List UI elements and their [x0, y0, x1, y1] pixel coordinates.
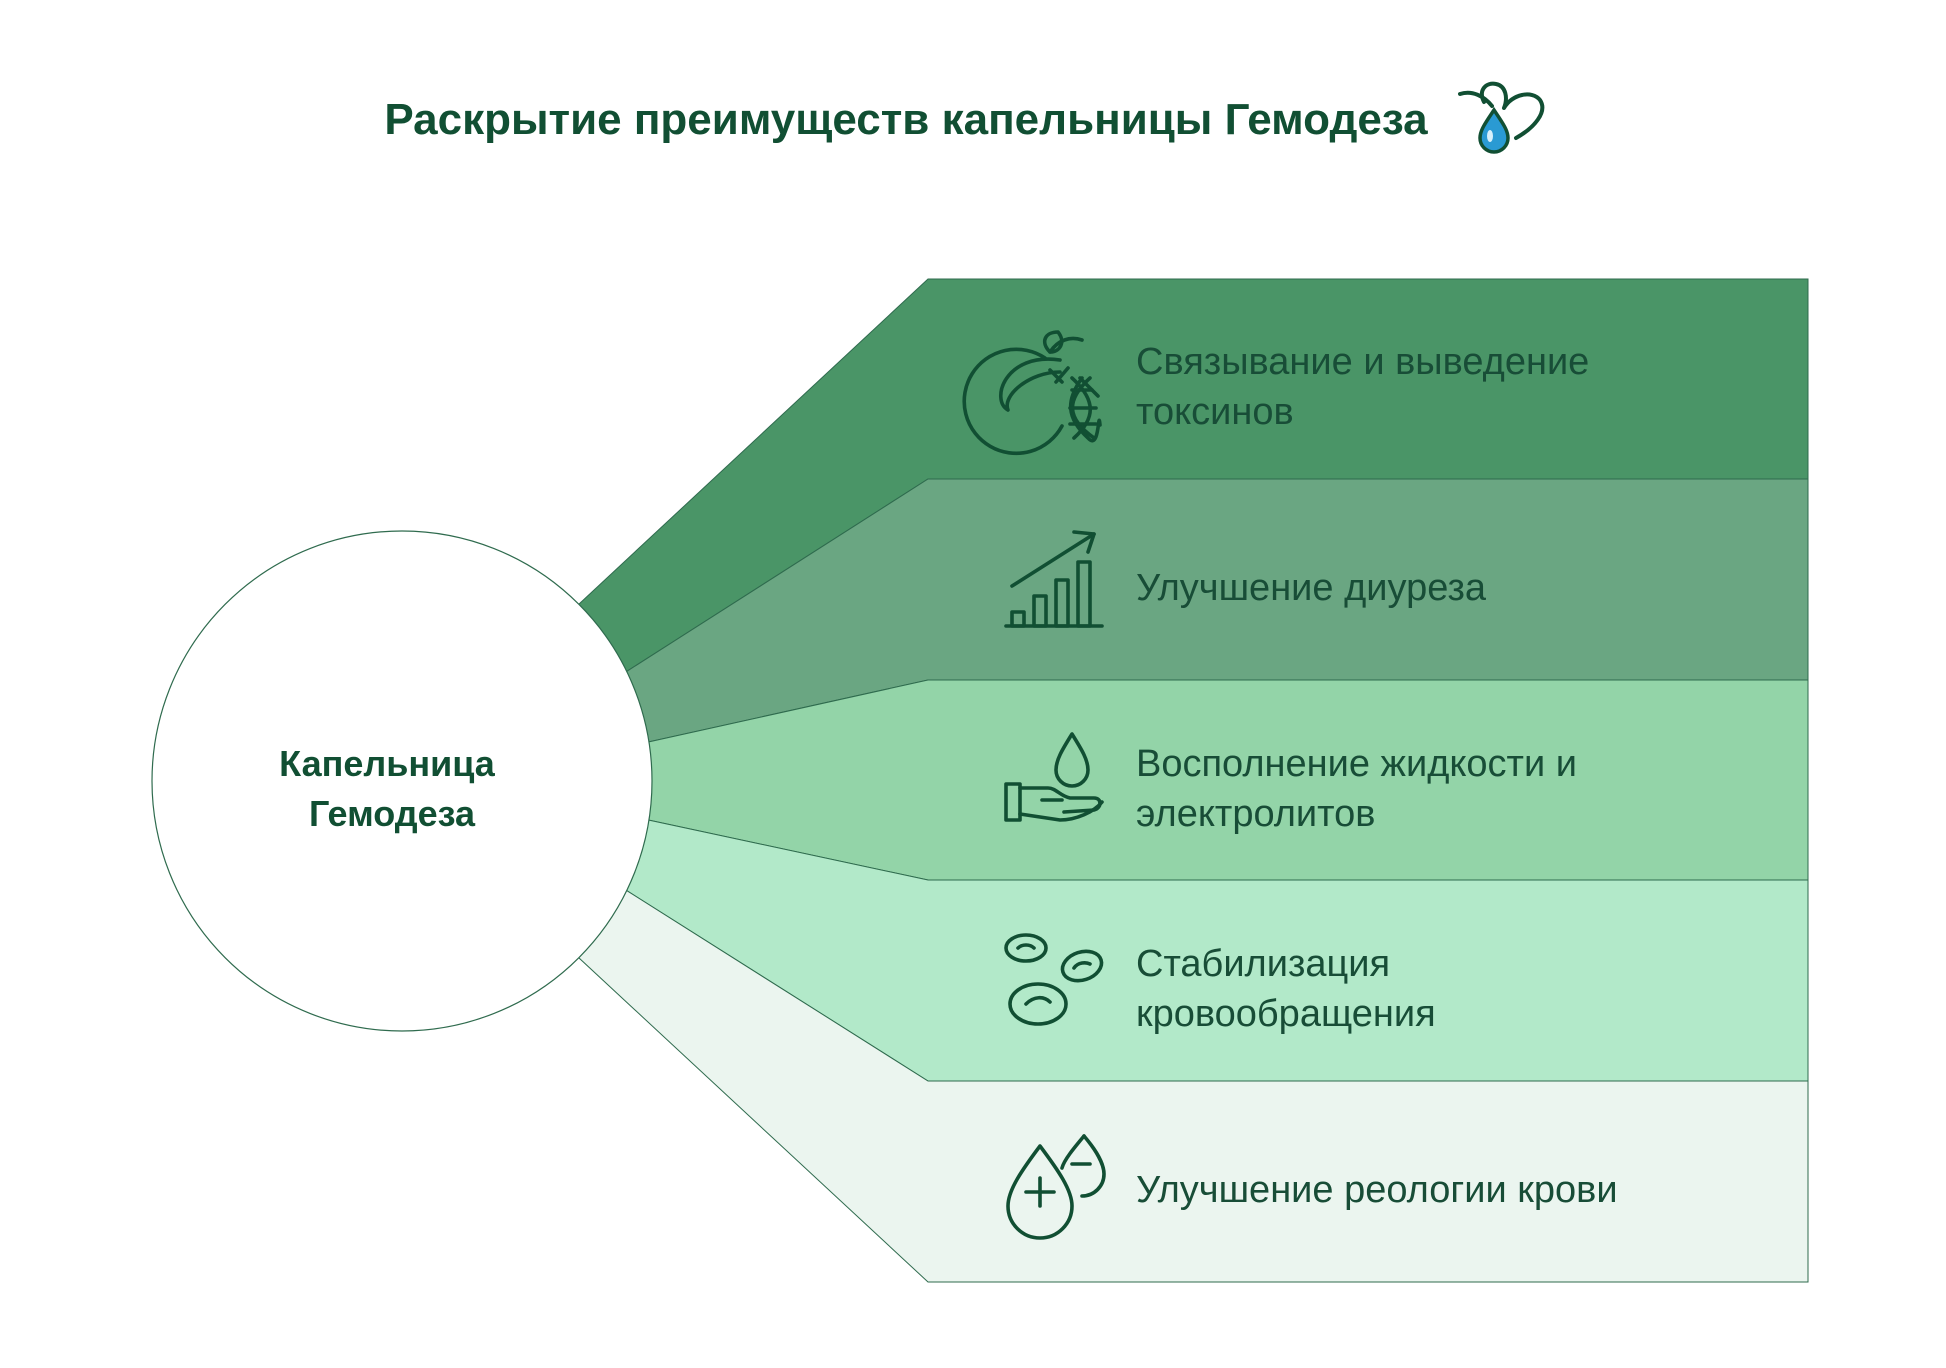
- benefit-label-fluids-line-1: Восполнение жидкости и: [1136, 743, 1577, 785]
- blood-cells-icon: [1004, 933, 1104, 1026]
- benefit-label-circulation-line-1: Стабилизация: [1136, 943, 1390, 985]
- center-label: Капельница Гемодеза: [279, 743, 505, 834]
- benefit-label-rheology-line-1: Улучшение реологии крови: [1136, 1169, 1618, 1211]
- center-label-line-2: Гемодеза: [309, 793, 476, 834]
- benefit-bands: [578, 278, 1809, 1283]
- center-label-line-1: Капельница: [279, 743, 496, 784]
- benefit-label-fluids-line-2: электролитов: [1136, 793, 1375, 835]
- benefit-labels: Связывание и выведение токсинов Улучшени…: [1136, 341, 1618, 1211]
- page-title: Раскрытие преимуществ капельницы Гемодез…: [384, 95, 1428, 144]
- benefit-label-circulation-line-2: кровообращения: [1136, 993, 1436, 1035]
- benefit-icons: [962, 330, 1106, 1240]
- benefit-label-fluids: Восполнение жидкости и электролитов: [1136, 743, 1588, 835]
- benefit-label-toxins-line-1: Связывание и выведение: [1136, 341, 1589, 383]
- benefit-label-circulation: Стабилизация кровообращения: [1136, 943, 1436, 1035]
- benefit-label-toxins: Связывание и выведение токсинов: [1136, 341, 1600, 433]
- benefit-label-diuresis: Улучшение диуреза: [1136, 567, 1487, 609]
- detox-fruit-dna-icon: [962, 330, 1102, 456]
- plus-minus-drops-icon: [1006, 1134, 1106, 1240]
- benefit-label-diuresis-line-1: Улучшение диуреза: [1136, 567, 1487, 609]
- benefit-label-rheology: Улучшение реологии крови: [1136, 1169, 1618, 1211]
- title-row: Раскрытие преимуществ капельницы Гемодез…: [0, 80, 1946, 160]
- hand-drop-icon: [1004, 732, 1104, 822]
- center-circle: [151, 530, 653, 1032]
- growth-bar-chart-icon: [1004, 530, 1104, 628]
- heart-drop-logo-icon: [1457, 81, 1544, 154]
- benefit-label-toxins-line-2: токсинов: [1136, 391, 1294, 433]
